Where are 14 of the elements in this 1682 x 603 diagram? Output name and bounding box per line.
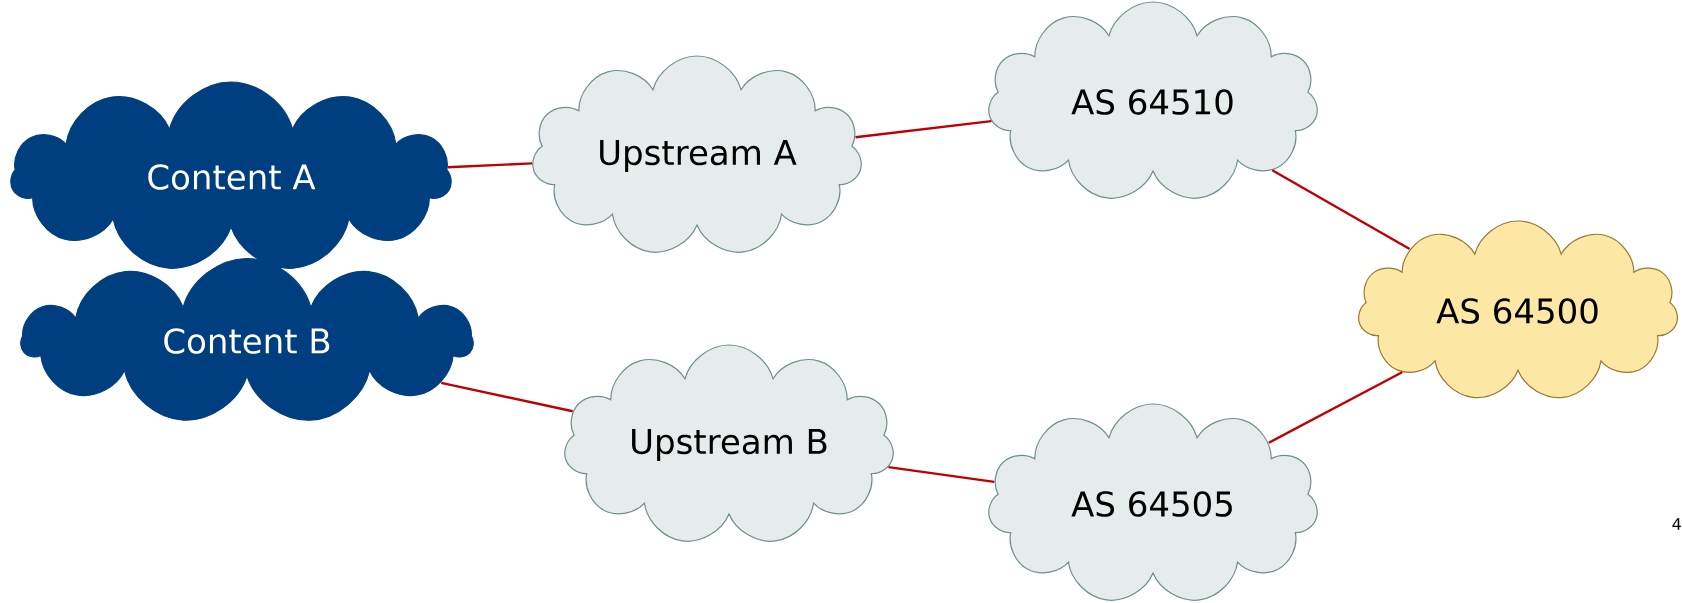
cloud: Upstream B — [564, 344, 894, 542]
cloud: Upstream A — [532, 55, 862, 253]
cloud: Content A — [10, 81, 452, 269]
cloud: AS 64510 — [988, 1, 1318, 199]
cloud: AS 64500 — [1358, 220, 1678, 399]
link-line — [1268, 371, 1403, 444]
page-number: 4 — [1672, 518, 1681, 530]
link-line — [888, 466, 995, 484]
cloud: Content B — [20, 257, 474, 421]
link-line — [447, 162, 533, 169]
cloud: AS 64505 — [988, 403, 1318, 601]
link-line — [440, 381, 573, 413]
link-line — [855, 119, 992, 139]
link-line — [1271, 169, 1411, 250]
